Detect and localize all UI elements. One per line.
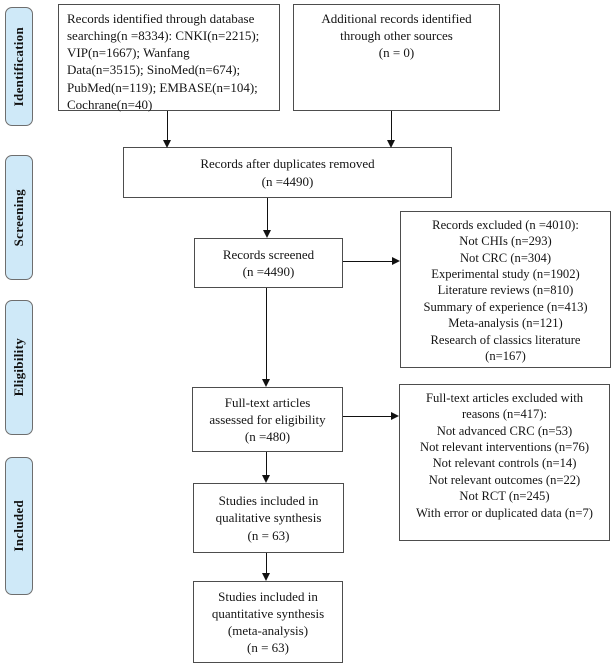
arrow-screened-to-fulltext [262, 288, 270, 387]
stage-tag-screening: Screening [5, 155, 33, 280]
arrow-fulltext-to-qualitative [262, 452, 270, 483]
arrow-sources-to-duplicates [387, 111, 395, 148]
box-qualitative-synthesis: Studies included in qualitative synthesi… [193, 483, 344, 553]
box-records-after-duplicates-removed: Records after duplicates removed (n =449… [123, 147, 452, 198]
stage-label: Included [11, 500, 26, 552]
stage-label: Identification [11, 26, 26, 107]
arrow-duplicates-to-screened [263, 198, 271, 238]
box-additional-records-other-sources: Additional records identified through ot… [293, 4, 500, 111]
box-fulltext-assessed: Full-text articles assessed for eligibil… [192, 387, 343, 452]
arrow-database-to-duplicates [163, 111, 171, 148]
box-records-identified-database: Records identified through database sear… [58, 4, 280, 112]
stage-tag-included: Included [5, 457, 33, 595]
box-records-screened: Records screened (n =4490) [194, 238, 343, 288]
stage-tag-eligibility: Eligibility [5, 300, 33, 435]
arrow-fulltext-to-excluded [343, 412, 399, 420]
stage-tag-identification: Identification [5, 7, 33, 126]
box-fulltext-excluded: Full-text articles excluded with reasons… [399, 384, 610, 541]
box-records-excluded: Records excluded (n =4010): Not CHIs (n=… [400, 211, 611, 368]
box-quantitative-synthesis: Studies included in quantitative synthes… [193, 581, 343, 663]
arrow-qualitative-to-quantitative [262, 553, 270, 581]
arrow-screened-to-excluded [343, 257, 400, 265]
stage-label: Screening [11, 188, 26, 247]
stage-label: Eligibility [11, 338, 26, 397]
